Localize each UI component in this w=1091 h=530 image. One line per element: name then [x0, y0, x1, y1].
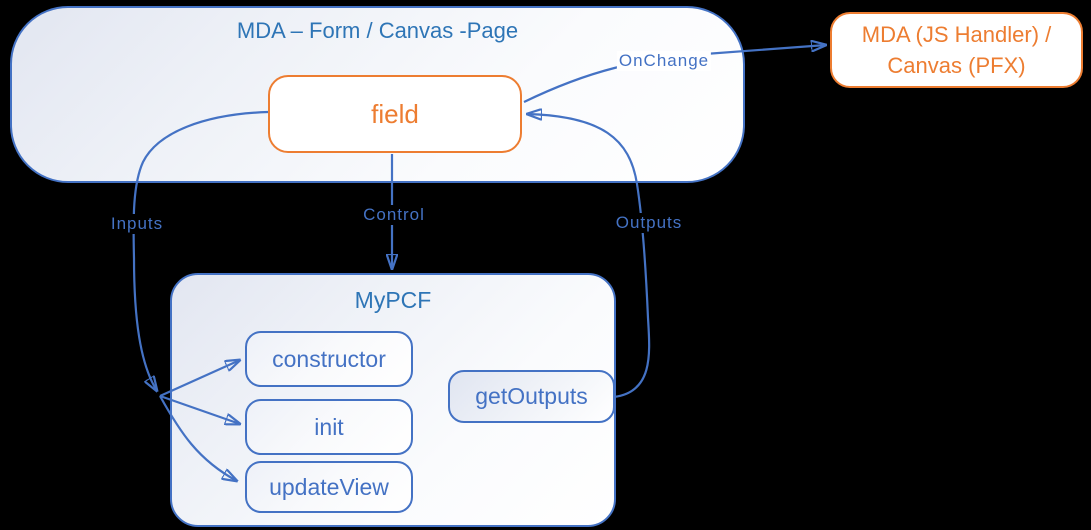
onchange-connector-label: OnChange: [616, 51, 712, 71]
init-label: init: [314, 413, 344, 440]
fan-constructor-connector: [159, 360, 240, 398]
inputs-connector-label: Inputs: [108, 214, 166, 234]
constructor-label: constructor: [272, 345, 386, 372]
mda-form-page-container: MDA – Form / Canvas -Page: [10, 6, 745, 183]
field-node: field: [268, 75, 522, 153]
updateview-label: updateView: [269, 473, 389, 500]
js-handler-node: MDA (JS Handler) / Canvas (PFX): [830, 12, 1083, 88]
js-handler-label-line2: Canvas (PFX): [887, 53, 1026, 78]
fan-updateview-connector: [159, 395, 237, 481]
inputs-connector: [132, 110, 269, 391]
getoutputs-label: getOutputs: [475, 383, 588, 409]
constructor-node: constructor: [245, 331, 413, 387]
outputs-connector: [527, 114, 651, 399]
updateview-node: updateView: [245, 461, 413, 513]
js-handler-label-line1: MDA (JS Handler) /: [861, 22, 1052, 47]
mypcf-title: MyPCF: [354, 287, 432, 313]
getoutputs-node: getOutputs: [448, 370, 615, 423]
init-node: init: [245, 399, 413, 455]
fan-init-connector: [159, 394, 240, 424]
outputs-connector-label: Outputs: [613, 213, 685, 233]
field-label: field: [371, 98, 419, 129]
mda-form-page-title: MDA – Form / Canvas -Page: [236, 18, 519, 43]
control-connector-label: Control: [361, 205, 427, 225]
